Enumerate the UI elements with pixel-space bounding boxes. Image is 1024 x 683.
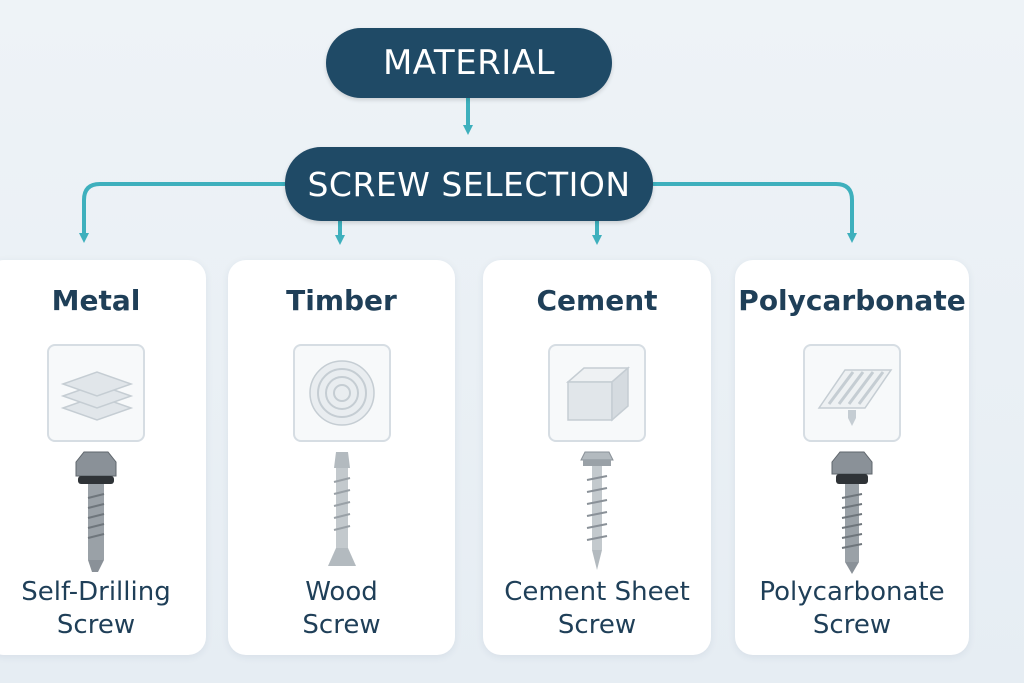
screw-label-line1: Polycarbonate (759, 577, 945, 607)
screw-label-line2: Screw (302, 610, 381, 640)
card-metal: Metal Self-Drilling Screw (0, 260, 206, 655)
card-timber: Timber Wood Screw (228, 260, 455, 655)
screw-label: Self-Drilling Screw (0, 576, 206, 642)
cement-block-icon (548, 344, 646, 442)
card-polycarbonate: Polycarbonate Polycarbonate Screw (735, 260, 969, 655)
material-title: Metal (51, 284, 141, 317)
screw-label-line1: Wood (305, 577, 378, 607)
material-title: Timber (286, 284, 397, 317)
stacked-sheets-icon (47, 344, 145, 442)
arrow-to-metal (79, 182, 285, 243)
screw-label-line1: Self-Drilling (21, 577, 171, 607)
material-node: MATERIAL (326, 28, 612, 98)
screw-label: Polycarbonate Screw (735, 576, 969, 642)
screw-selection-label: SCREW SELECTION (307, 164, 631, 204)
arrow-to-polycarbonate (653, 182, 857, 243)
polycarbonate-screw-icon (831, 451, 873, 574)
card-cement: Cement Cement Sheet Screw (483, 260, 711, 655)
material-node-label: MATERIAL (382, 43, 556, 83)
wood-screw-icon (327, 452, 356, 566)
material-title: Polycarbonate (738, 284, 966, 317)
corrugated-sheet-icon (803, 344, 901, 442)
screw-selection-node: SCREW SELECTION (285, 147, 653, 221)
cement-sheet-screw-icon (580, 451, 614, 570)
screw-label-line1: Cement Sheet (504, 577, 690, 607)
self-drilling-screw-icon (75, 451, 117, 572)
screw-label-line2: Screw (812, 610, 892, 640)
screw-label-line2: Screw (557, 610, 637, 640)
screw-label-line2: Screw (56, 610, 136, 640)
material-title: Cement (536, 284, 658, 317)
screw-label: Cement Sheet Screw (483, 576, 711, 642)
wood-rings-icon (292, 344, 391, 442)
screw-label: Wood Screw (228, 576, 455, 642)
